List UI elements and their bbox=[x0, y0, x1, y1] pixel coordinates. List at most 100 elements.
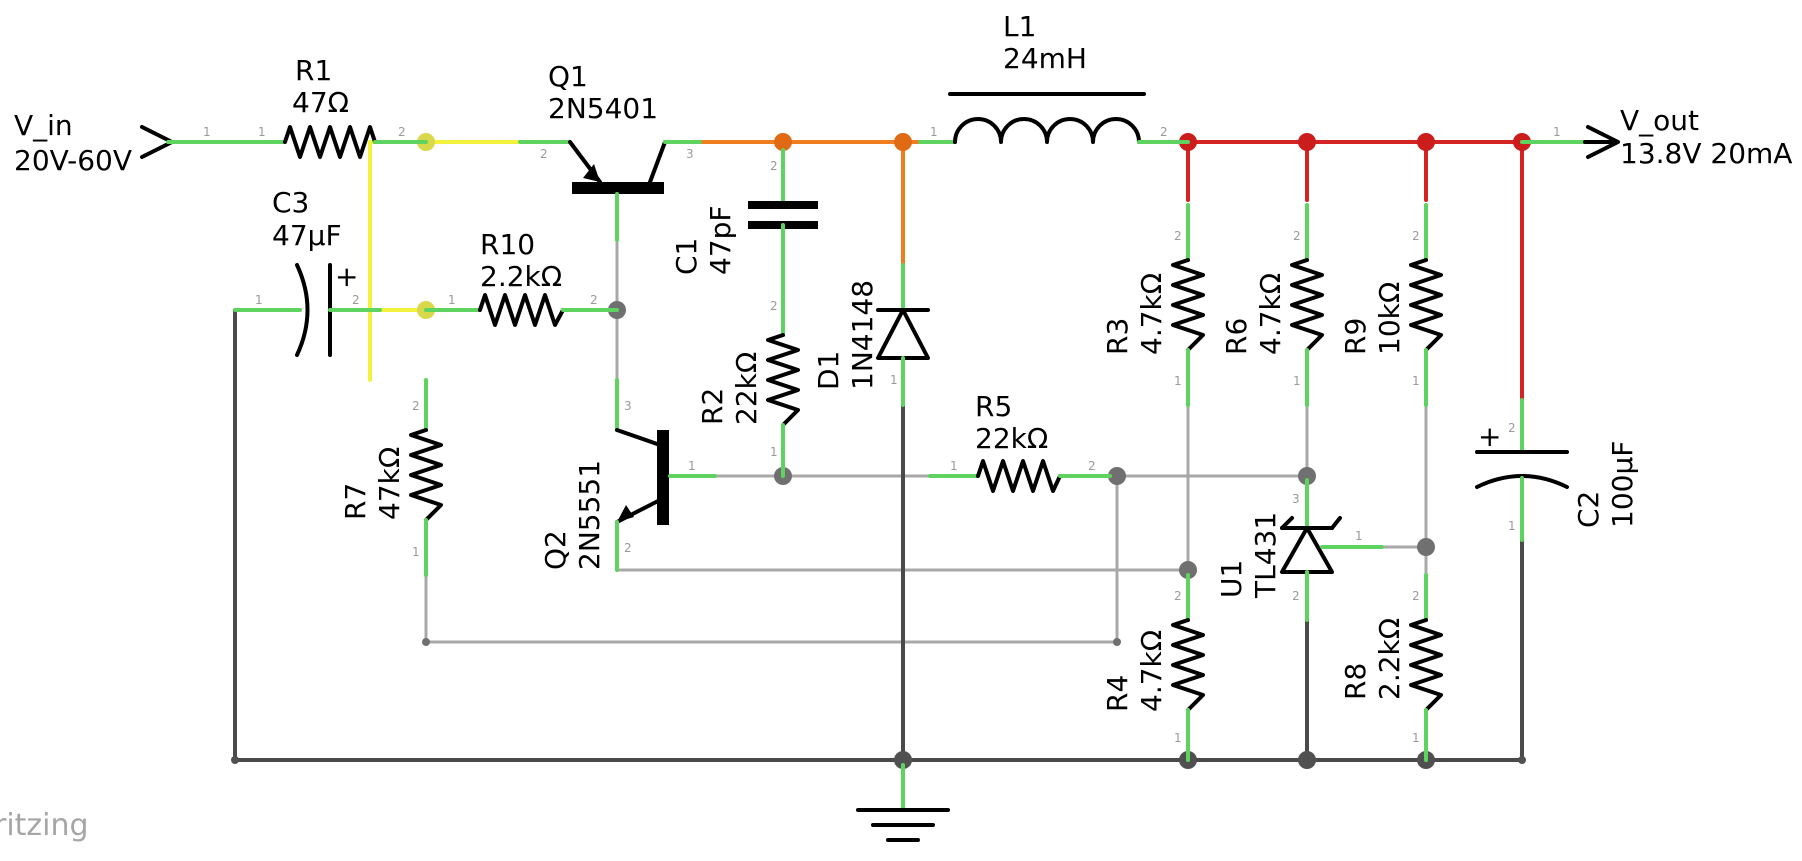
pin-label: 1 bbox=[1174, 374, 1182, 388]
junction-c1 bbox=[774, 133, 792, 151]
pin-label: 2 bbox=[1174, 589, 1182, 603]
u1-value: TL431 bbox=[1249, 512, 1282, 599]
resistor-r7: 2 1 R7 47kΩ bbox=[339, 378, 443, 577]
pin-label: 2 bbox=[624, 541, 632, 555]
resistor-r4: 2 1 R4 4.7kΩ bbox=[1101, 573, 1205, 762]
resistor-r10: 1 2 R10 2.2kΩ bbox=[424, 228, 619, 327]
transistor-q1: 2 3 Q1 2N5401 bbox=[518, 60, 702, 242]
pin-label: 2 bbox=[1293, 229, 1301, 243]
junction-r9-r8 bbox=[1417, 538, 1435, 556]
r10-value: 2.2kΩ bbox=[480, 260, 562, 293]
pin-label: 1 bbox=[1174, 731, 1182, 745]
pin-label: 1 bbox=[412, 545, 420, 559]
r1-name: R1 bbox=[295, 54, 332, 87]
r3-zigzag-icon bbox=[1171, 258, 1205, 352]
r8-name: R8 bbox=[1339, 663, 1372, 700]
r2-name: R2 bbox=[696, 388, 729, 425]
c2-name: C2 bbox=[1572, 491, 1605, 528]
pin-label: 1 bbox=[1293, 374, 1301, 388]
pin-label: 1 bbox=[770, 445, 778, 459]
pin-label: 3 bbox=[624, 399, 632, 413]
pin-label: 2 bbox=[1088, 459, 1096, 473]
capacitor-c1: 2 C1 47pF bbox=[670, 148, 818, 287]
q1-value: 2N5401 bbox=[548, 92, 658, 125]
r10-name: R10 bbox=[480, 228, 535, 261]
d1-value: 1N4148 bbox=[846, 280, 879, 390]
pin-label: 1 bbox=[890, 373, 898, 387]
pin-label: 1 bbox=[930, 125, 938, 139]
pin-label: 2 bbox=[352, 293, 360, 307]
pin-label: 2 bbox=[1412, 229, 1420, 243]
r3-value: 4.7kΩ bbox=[1135, 273, 1168, 355]
pin-label: 2 bbox=[412, 399, 420, 413]
junction-r3-r4 bbox=[1179, 561, 1197, 579]
junction-bottom-right bbox=[1113, 638, 1121, 646]
r3-name: R3 bbox=[1101, 318, 1134, 355]
net-red bbox=[1158, 140, 1542, 402]
r6-zigzag-icon bbox=[1290, 258, 1324, 352]
c2-polarity: + bbox=[1478, 420, 1501, 453]
resistor-r2: 2 1 R2 22kΩ bbox=[696, 283, 800, 478]
c1-value: 47pF bbox=[704, 205, 737, 275]
q2-collector-leg bbox=[615, 428, 662, 447]
port-vout: 1 V_out 13.8V 20mA bbox=[1520, 104, 1792, 170]
r4-value: 4.7kΩ bbox=[1135, 630, 1168, 712]
r7-value: 47kΩ bbox=[373, 447, 406, 520]
pin-label: 1 bbox=[1412, 374, 1420, 388]
junction-r6 bbox=[1298, 133, 1316, 151]
pin-label: 1 bbox=[1355, 529, 1363, 543]
pin-label: 2 bbox=[770, 159, 778, 173]
resistor-r9: 2 1 R9 10kΩ bbox=[1339, 203, 1443, 407]
q1-arrow-icon bbox=[583, 164, 600, 182]
q1-collector-leg bbox=[648, 140, 667, 184]
pin-label: 1 bbox=[255, 293, 263, 307]
r6-name: R6 bbox=[1220, 318, 1253, 355]
c3-value: 47µF bbox=[272, 219, 342, 252]
r10-zigzag-icon bbox=[478, 293, 565, 327]
r1-zigzag-icon bbox=[283, 125, 377, 159]
pin-label: 2 bbox=[398, 125, 406, 139]
pin-label: 2 bbox=[1174, 229, 1182, 243]
r6-value: 4.7kΩ bbox=[1254, 273, 1287, 355]
r7-zigzag-icon bbox=[409, 428, 443, 522]
c1-name: C1 bbox=[670, 238, 703, 275]
junction-gnd-right bbox=[1518, 756, 1526, 764]
net-orange bbox=[698, 140, 922, 267]
r1-value: 47Ω bbox=[292, 86, 349, 119]
d1-name: D1 bbox=[812, 351, 845, 390]
r5-name: R5 bbox=[975, 390, 1012, 423]
vin-name: V_in bbox=[14, 109, 73, 142]
l1-name: L1 bbox=[1003, 10, 1036, 43]
l1-coil-icon bbox=[953, 117, 1141, 144]
r8-zigzag-icon bbox=[1409, 618, 1443, 712]
junction-diode bbox=[894, 133, 912, 151]
pin-label: 2 bbox=[1412, 589, 1420, 603]
vin-value: 20V-60V bbox=[14, 144, 132, 177]
resistor-r5: 1 2 R5 22kΩ bbox=[928, 390, 1112, 493]
r5-zigzag-icon bbox=[976, 459, 1062, 493]
r2-value: 22kΩ bbox=[730, 352, 763, 425]
q2-value: 2N5551 bbox=[573, 460, 606, 570]
c3-curved-plate-icon bbox=[295, 263, 310, 357]
junction-r5 bbox=[1108, 467, 1126, 485]
u1-bar-hook-right bbox=[1330, 516, 1342, 530]
pin-label: 2 bbox=[590, 293, 598, 307]
pin-label: 1 bbox=[1412, 731, 1420, 745]
r9-value: 10kΩ bbox=[1373, 282, 1406, 355]
transistor-q2: 3 2 1 Q2 2N5551 bbox=[539, 378, 717, 572]
r7-name: R7 bbox=[339, 483, 372, 520]
junction-u1-cathode bbox=[1298, 467, 1316, 485]
pin-label: 2 bbox=[540, 147, 548, 161]
resistor-r1: 1 2 R1 47Ω bbox=[233, 54, 428, 159]
pin-label: 1 bbox=[950, 459, 958, 473]
vout-name: V_out bbox=[1620, 104, 1699, 137]
vout-value: 13.8V 20mA bbox=[1620, 137, 1792, 170]
pin-label: 3 bbox=[686, 147, 694, 161]
capacitor-c3: 1 2 + C3 47µF bbox=[233, 186, 382, 357]
pin-label: 2 bbox=[1508, 421, 1516, 435]
r4-zigzag-icon bbox=[1171, 618, 1205, 712]
r9-zigzag-icon bbox=[1409, 258, 1443, 352]
pin-label: 1 bbox=[1508, 519, 1516, 533]
l1-value: 24mH bbox=[1003, 42, 1087, 75]
